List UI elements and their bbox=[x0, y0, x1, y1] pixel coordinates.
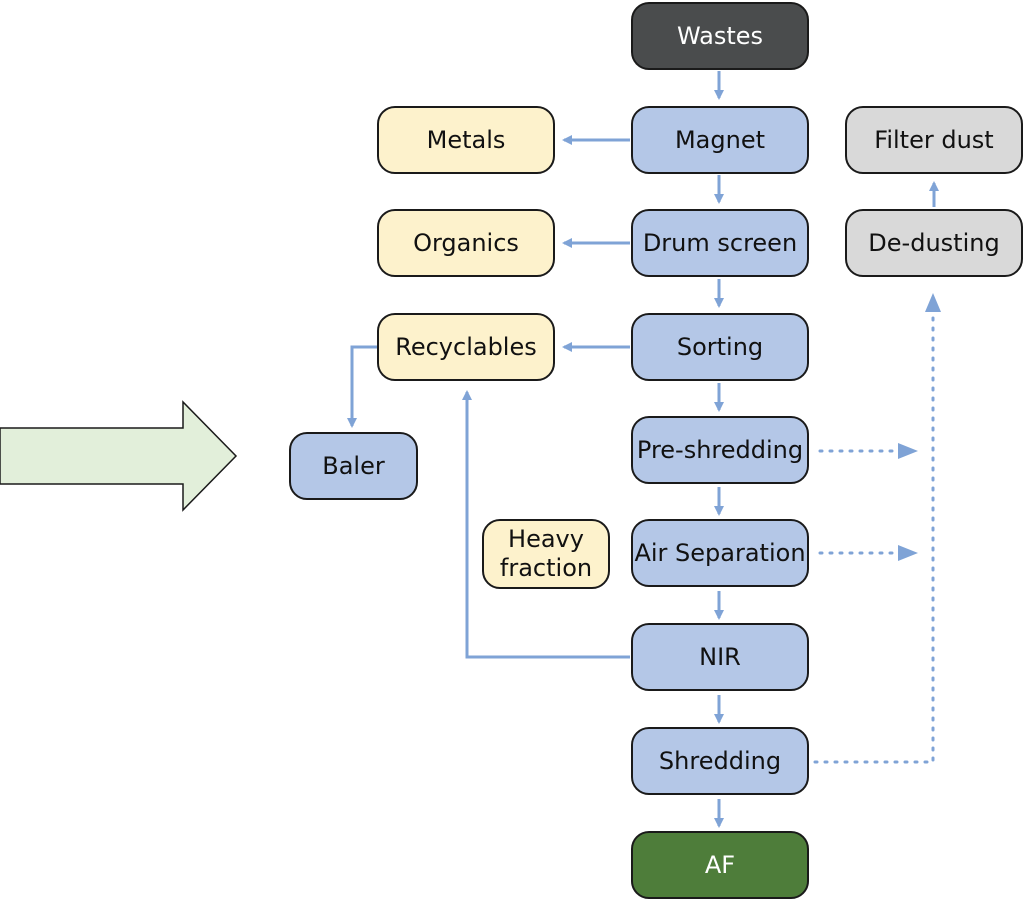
node-nir-label: NIR bbox=[699, 642, 741, 671]
node-shredding: Shredding bbox=[631, 727, 809, 795]
arrow-nir-recyclables bbox=[462, 390, 630, 659]
node-magnet-label: Magnet bbox=[674, 125, 766, 154]
node-sorting-label: Sorting bbox=[676, 332, 764, 361]
dotted-arrowhead-air bbox=[898, 545, 918, 561]
node-drum-screen: Drum screen bbox=[631, 209, 809, 277]
node-baler-label: Baler bbox=[322, 451, 385, 480]
node-recyclables: Recyclables bbox=[377, 313, 555, 381]
node-recyclables-label: Recyclables bbox=[395, 332, 537, 361]
node-wastes-label: Wastes bbox=[676, 21, 764, 50]
node-filter-dust: Filter dust bbox=[845, 106, 1023, 174]
node-pre-shredding-label: Pre-shredding bbox=[636, 435, 804, 464]
node-wastes: Wastes bbox=[631, 2, 809, 70]
node-metals: Metals bbox=[377, 106, 555, 174]
node-de-dusting: De-dusting bbox=[845, 209, 1023, 277]
node-metals-label: Metals bbox=[426, 125, 506, 154]
arrow-recyclables-baler bbox=[347, 345, 377, 428]
big-input-arrow bbox=[0, 400, 238, 512]
node-air-separation-label: Air Separation bbox=[634, 538, 806, 567]
node-air-separation: Air Separation bbox=[631, 519, 809, 587]
node-de-dusting-label: De-dusting bbox=[868, 228, 1000, 257]
node-nir: NIR bbox=[631, 623, 809, 691]
node-pre-shredding: Pre-shredding bbox=[631, 416, 809, 484]
dotted-arrowhead-dedusting bbox=[925, 293, 941, 312]
node-organics-label: Organics bbox=[413, 228, 519, 257]
node-heavy-fraction: Heavy fraction bbox=[482, 519, 610, 589]
node-heavy-fraction-line2: fraction bbox=[499, 554, 593, 582]
node-drum-screen-label: Drum screen bbox=[642, 228, 798, 257]
node-magnet: Magnet bbox=[631, 106, 809, 174]
node-baler: Baler bbox=[289, 432, 418, 500]
dotted-arrowhead-preshred bbox=[898, 443, 918, 459]
node-af: AF bbox=[631, 831, 809, 899]
node-heavy-fraction-line1: Heavy bbox=[508, 525, 584, 554]
node-organics: Organics bbox=[377, 209, 555, 277]
node-filter-dust-label: Filter dust bbox=[874, 125, 994, 154]
node-sorting: Sorting bbox=[631, 313, 809, 381]
node-af-label: AF bbox=[704, 850, 736, 879]
node-shredding-label: Shredding bbox=[658, 746, 782, 775]
dotted-shred-dust bbox=[813, 310, 935, 764]
